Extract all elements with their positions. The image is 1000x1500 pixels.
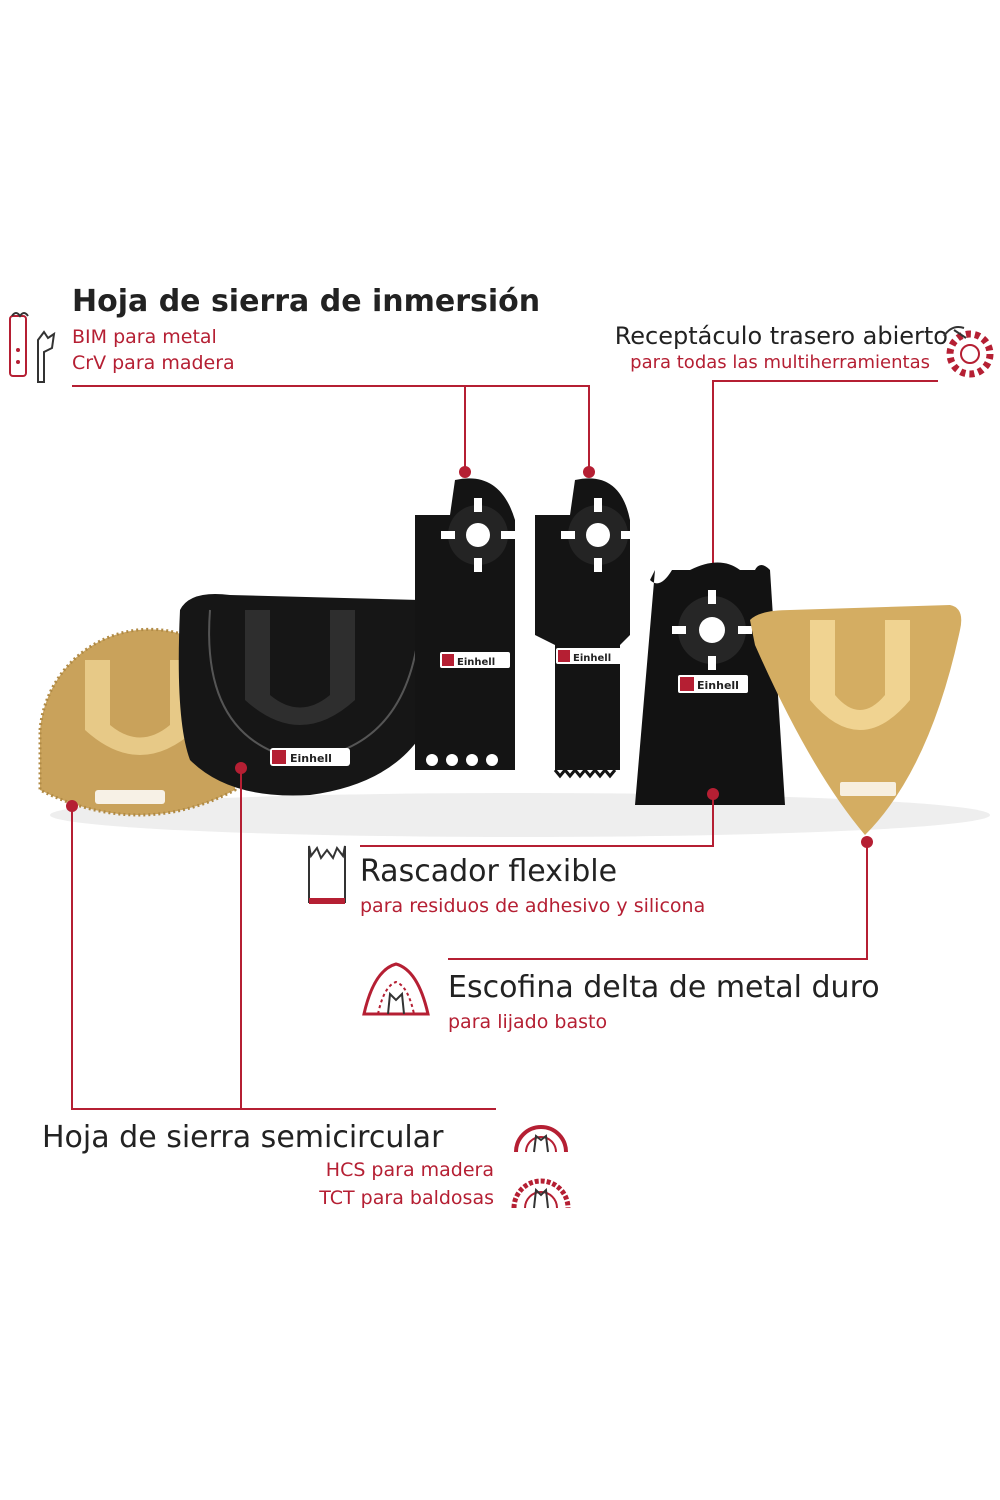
- plunge-leader-2: [588, 385, 590, 475]
- tct-semicircular-icon: [510, 1160, 572, 1210]
- hcs-leader: [240, 768, 242, 1110]
- hcs-semicircular-icon: [512, 1108, 570, 1154]
- plunge-title: Hoja de sierra de inmersión: [72, 284, 541, 319]
- semicircular-underline: [71, 1108, 496, 1110]
- scraper-icon: [305, 844, 349, 906]
- blade-set-illustration: Einhell Einhell: [0, 460, 1000, 880]
- logo-text-2: Einhell: [457, 657, 495, 668]
- scraper-subtitle: para residuos de adhesivo y silicona: [360, 895, 706, 917]
- open-mount-icon: [940, 322, 996, 378]
- scraper-underline: [360, 845, 714, 847]
- receptacle-title: Receptáculo trasero abierto: [614, 322, 948, 350]
- hcs-semicircular-blade: Einhell: [178, 594, 441, 796]
- logo-text-3: Einhell: [573, 653, 611, 664]
- plunge-blade-crv: Einhell: [535, 478, 635, 779]
- delta-subtitle: para lijado basto: [448, 1011, 608, 1033]
- semicircular-title: Hoja de sierra semicircular: [42, 1120, 444, 1155]
- flexible-scraper: Einhell: [635, 562, 785, 805]
- delta-rasp: [750, 605, 962, 835]
- plunge-blade-bim: Einhell: [415, 478, 515, 770]
- delta-underline: [448, 958, 868, 960]
- tct-leader: [71, 806, 73, 1110]
- scraper-title: Rascador flexible: [360, 854, 618, 889]
- delta-title: Escofina delta de metal duro: [448, 970, 880, 1005]
- delta-rasp-icon: [360, 960, 432, 1018]
- plunge-underline: [72, 385, 590, 387]
- receptacle-underline: [712, 380, 938, 382]
- plunge-dot-2: [583, 466, 595, 478]
- plunge-leader-1: [464, 385, 466, 475]
- semicircular-line-2: TCT para baldosas: [319, 1187, 494, 1209]
- plunge-dot-1: [459, 466, 471, 478]
- semicircular-line-1: HCS para madera: [325, 1159, 494, 1181]
- delta-leader: [866, 842, 868, 960]
- receptacle-subtitle: para todas las multiherramientas: [630, 352, 930, 373]
- receptacle-leader: [712, 380, 714, 612]
- scraper-leader: [712, 794, 714, 846]
- plunge-line-2: CrV para madera: [72, 352, 235, 374]
- logo-text-1: Einhell: [290, 752, 332, 765]
- plunge-icon: [6, 310, 62, 390]
- logo-text-4: Einhell: [697, 679, 739, 692]
- plunge-line-1: BIM para metal: [72, 326, 217, 348]
